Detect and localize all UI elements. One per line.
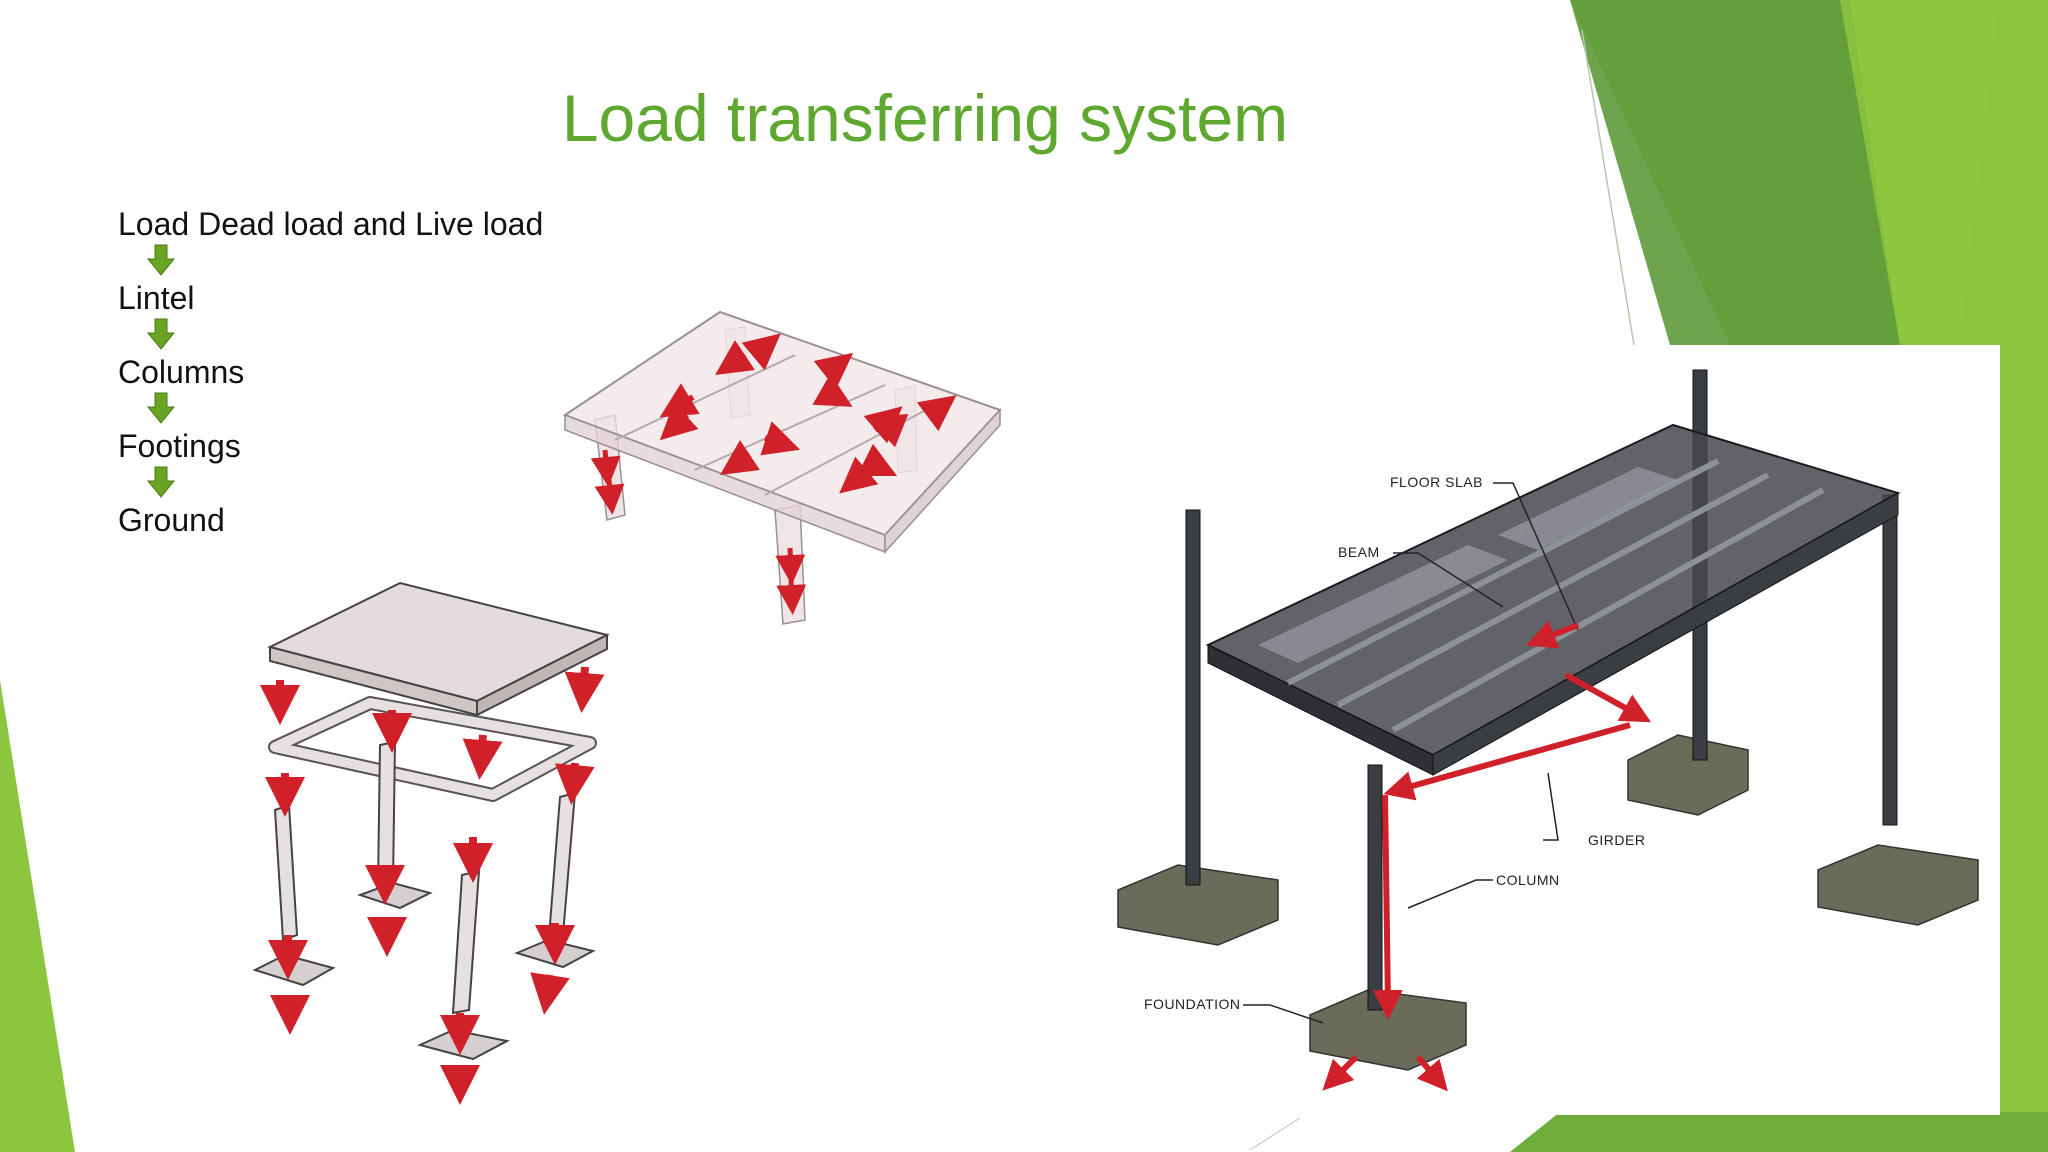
label-beam: BEAM: [1338, 544, 1380, 560]
label-girder: GIRDER: [1588, 832, 1645, 848]
slide-title: Load transferring system: [561, 81, 1289, 155]
flow-item-lintel: Lintel: [118, 280, 195, 316]
label-foundation: FOUNDATION: [1144, 996, 1241, 1012]
steel-frame-illustration: FLOOR SLAB BEAM GIRDER COLUMN FOUNDATION: [1078, 345, 2000, 1115]
flow-item-ground: Ground: [118, 502, 225, 538]
label-column: COLUMN: [1496, 872, 1560, 888]
down-arrow-icon: [118, 391, 543, 427]
label-floor-slab: FLOOR SLAB: [1390, 474, 1483, 490]
flow-item-load: Load Dead load and Live load: [118, 206, 544, 242]
down-arrow-icon: [118, 317, 543, 353]
down-arrow-icon: [118, 465, 543, 501]
exploded-structure-illustration: [252, 581, 610, 1105]
load-flow-list: Load Dead load and Live load Lintel Colu…: [118, 205, 543, 539]
flow-item-columns: Columns: [118, 354, 245, 390]
slab-load-illustration: [562, 310, 1002, 625]
flow-item-footings: Footings: [118, 428, 241, 464]
down-arrow-icon: [118, 243, 543, 279]
